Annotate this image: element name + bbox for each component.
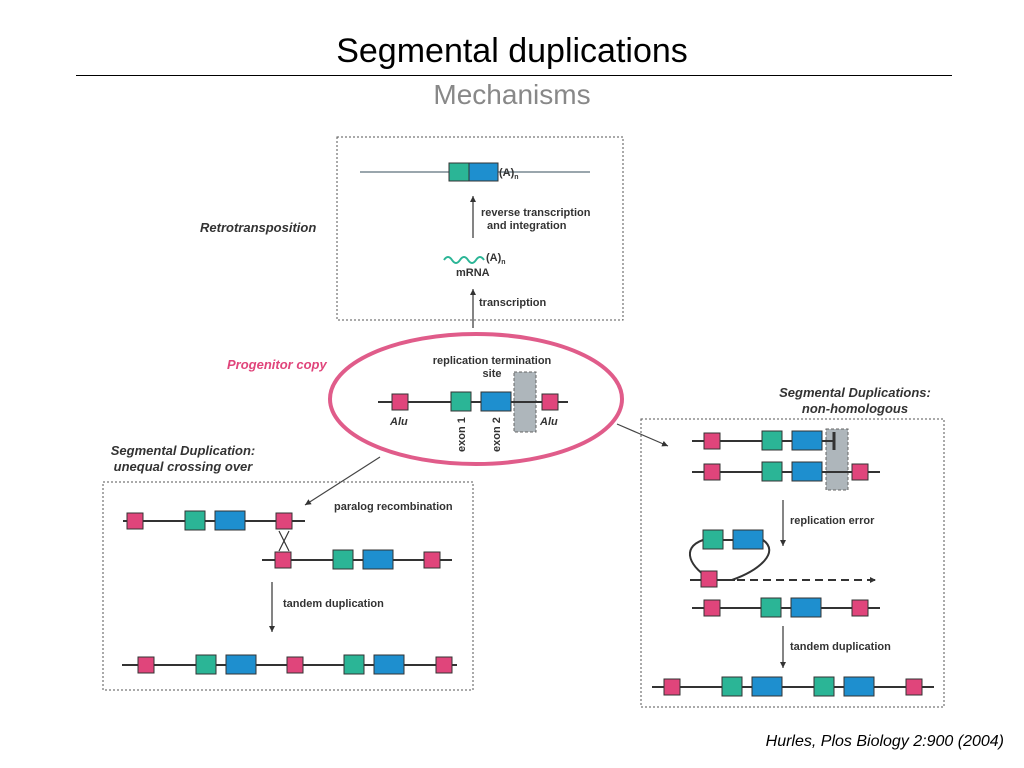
mrna-label: mRNA — [456, 267, 490, 279]
to-nonhomologous-arrow — [616, 423, 669, 447]
site-label-line2: site — [483, 368, 502, 380]
to-unequal-arrow — [304, 456, 381, 506]
slide-subtitle: Mechanisms — [433, 79, 591, 110]
exon1-box — [195, 654, 217, 675]
alu-box — [851, 599, 869, 617]
tandem-duplication-label: tandem duplication — [790, 641, 891, 653]
alu-box — [423, 551, 441, 569]
exon2-box — [214, 510, 246, 531]
retrotransposition-panel: (A)n reverse transcription and integrati… — [336, 136, 624, 328]
exon1-box — [450, 391, 472, 412]
exon2-box — [732, 529, 764, 550]
exon2-box — [751, 676, 783, 697]
nonhomologous-title-line2: non-homologous — [802, 401, 908, 416]
nonhomologous-title-line1: Segmental Duplications: — [779, 385, 931, 400]
alu-right-box — [541, 393, 559, 411]
progenitor-label: Progenitor copy — [227, 357, 327, 372]
alu-box — [274, 551, 292, 569]
poly-a-label: (A)n — [499, 167, 519, 181]
exon1-box — [760, 597, 782, 618]
retrotransposition-label: Retrotransposition — [200, 220, 316, 235]
exon2-box — [791, 430, 823, 451]
termination-site — [825, 428, 849, 491]
exon1-label: exon 1 — [456, 417, 468, 452]
unequal-title-line2: unequal crossing over — [114, 459, 254, 474]
alu-box — [703, 463, 721, 481]
progenitor-copy: Progenitor copy replication termination … — [227, 332, 624, 466]
exon1-box — [761, 430, 783, 451]
exon2-box — [362, 549, 394, 570]
exon2-box — [791, 461, 823, 482]
unequal-title-line1: Segmental Duplication: — [111, 443, 255, 458]
unequal-box — [102, 481, 474, 691]
tandem-duplication-label: tandem duplication — [283, 598, 384, 610]
exon1-box — [702, 529, 724, 550]
alu-box — [137, 656, 155, 674]
retrotransposition-box — [336, 136, 624, 321]
exon1-box — [332, 549, 354, 570]
reverse-transcription-label: reverse transcription — [481, 207, 591, 219]
replication-error-label: replication error — [790, 515, 875, 527]
exon2-box — [480, 391, 512, 412]
exon2-box — [373, 654, 405, 675]
alu-left-label: Alu — [389, 416, 408, 428]
crossover-line — [278, 530, 290, 552]
site-label-line1: replication termination — [433, 355, 552, 367]
alu-box — [703, 599, 721, 617]
mrna-wave — [443, 256, 485, 264]
alu-box — [700, 570, 718, 588]
paralog-recombination-label: paralog recombination — [334, 501, 453, 513]
exon2-box — [225, 654, 257, 675]
exon1-box — [761, 461, 783, 482]
exon1-box — [448, 162, 470, 182]
alu-box — [126, 512, 144, 530]
exon1-box — [184, 510, 206, 531]
alu-box — [435, 656, 453, 674]
mrna-poly-a-label: (A)n — [486, 252, 506, 266]
alu-right-label: Alu — [539, 416, 558, 428]
exon1-box — [813, 676, 835, 697]
progenitor-ellipse — [328, 332, 624, 466]
exon2-box — [790, 597, 822, 618]
transcription-label: transcription — [479, 297, 547, 309]
exon2-box — [843, 676, 875, 697]
exon1-box — [721, 676, 743, 697]
title-divider — [76, 75, 952, 76]
exon1-box — [343, 654, 365, 675]
alu-box — [703, 432, 721, 450]
alu-box — [275, 512, 293, 530]
citation: Hurles, Plos Biology 2:900 (2004) — [765, 733, 1004, 750]
alu-box — [905, 678, 923, 696]
alu-box — [286, 656, 304, 674]
nonhomologous-panel: replication error tandem duplication — [640, 418, 945, 708]
loop-right-strand — [731, 539, 771, 581]
slide-title: Segmental duplications — [336, 32, 688, 70]
alu-box — [663, 678, 681, 696]
nonhomologous-box — [640, 418, 945, 708]
exon2-label: exon 2 — [491, 417, 503, 452]
exon2-box — [468, 162, 499, 182]
alu-box — [851, 463, 869, 481]
unequal-crossing-panel: paralog recombination tandem duplication — [102, 481, 474, 691]
alu-left-box — [391, 393, 409, 411]
integration-label: and integration — [487, 220, 567, 232]
